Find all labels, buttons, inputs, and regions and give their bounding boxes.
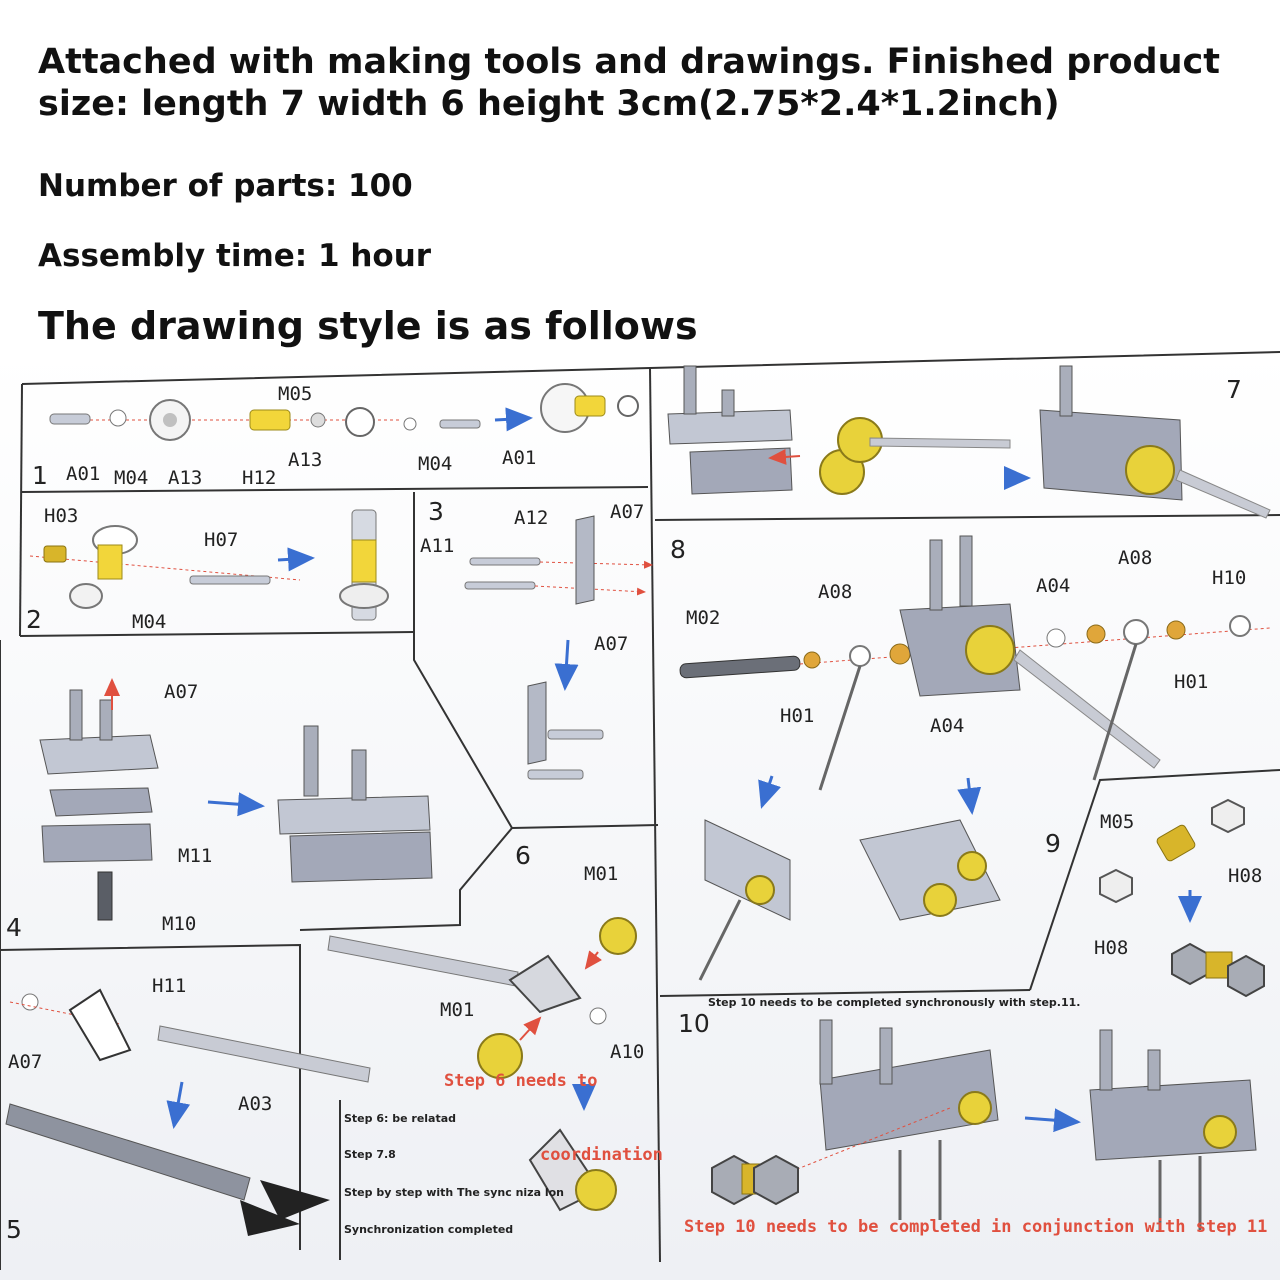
step-3-illustration [464,515,653,780]
step-5-label-A03: A03 [238,1093,272,1115]
step-6-illustration [327,917,637,1212]
step-1-label-A13b: A13 [288,449,322,471]
step-6-note-2: Step 7.8 [344,1148,396,1161]
step-4-label-M10: M10 [162,913,196,935]
description-line-2: size: length 7 width 6 height 3cm(2.75*2… [38,84,1060,124]
step-8-label-A08: A08 [818,581,852,603]
step-6-note-1: Step 6: be relatad [344,1112,456,1125]
step-10-note: Step 10 needs to be completed synchronou… [708,996,1080,1009]
step-2-label-H07: H07 [204,529,238,551]
header: Attached with making tools and drawings.… [0,0,1280,360]
step-6-label-M01b: M01 [440,999,474,1021]
step-6-red-text: Step 6 needs to [444,1071,598,1091]
step-1-number: 1 [32,461,48,490]
step-4-label-M11: M11 [178,845,212,867]
step-8-label-H10: H10 [1212,567,1246,589]
step-1-label-H12: H12 [242,467,276,489]
step-2-label-H03: H03 [44,505,78,527]
step-1-label-M04b: M04 [418,453,452,475]
step-10-illustration [711,1019,1257,1230]
step-1-label-A13: A13 [168,467,202,489]
step-8-label-H01: H01 [780,705,814,727]
step-8-label-H01b: H01 [1174,671,1208,693]
step-9-illustration [1099,798,1265,998]
step-7-illustration [667,365,1271,519]
step-10-red-text: Step 10 needs to be completed in conjunc… [684,1217,1267,1237]
step-2-label-M04: M04 [132,611,166,633]
step-2-illustration [29,509,389,621]
step-3-label-A07b: A07 [594,633,628,655]
step-6-note-3: Step by step with The sync niza lon [344,1186,564,1199]
step-3-number: 3 [428,497,444,526]
panel-borders [0,351,1280,1270]
step-1-label-A01: A01 [66,463,100,485]
step-5-label-H11: H11 [152,975,186,997]
step-5-illustration [5,988,371,1236]
step-8-label-A04: A04 [1036,575,1070,597]
step-3-label-A07: A07 [610,501,644,523]
step-9-label-H08: H08 [1228,865,1262,887]
step-4-label-A07: A07 [164,681,198,703]
step-2-number: 2 [26,605,42,634]
instruction-drawing: 1 2 3 4 5 6 7 8 9 10 M05 A01 M04 A13 H12… [0,350,1280,1280]
step-8-illustration [679,535,1271,981]
instruction-sheet: 1 2 3 4 5 6 7 8 9 10 M05 A01 M04 A13 H12… [0,350,1280,1280]
parts-count: Number of parts: 100 [38,168,413,204]
step-6-number: 6 [515,841,531,870]
step-8-label-A08b: A08 [1118,547,1152,569]
step-10-number: 10 [678,1009,710,1038]
step-5-number: 5 [6,1215,22,1244]
step-6-red-text-2: coordination [540,1145,663,1165]
step-8-number: 8 [670,535,686,564]
step-6-note-4: Synchronization completed [344,1223,513,1236]
step-9-label-M05: M05 [1100,811,1134,833]
step-1-label-A01b: A01 [502,447,536,469]
step-6-label-M01: M01 [584,863,618,885]
step-3-label-A11: A11 [420,535,454,557]
step-8-label-A04b: A04 [930,715,964,737]
step-9-label-H08b: H08 [1094,937,1128,959]
step-4-number: 4 [6,913,22,942]
step-1-label-M05: M05 [278,383,312,405]
description-line-1: Attached with making tools and drawings.… [38,42,1221,82]
step-4-illustration [39,678,433,921]
step-8-label-M02: M02 [686,607,720,629]
step-9-number: 9 [1045,829,1061,858]
step-1-illustration [49,383,639,441]
assembly-time: Assembly time: 1 hour [38,238,432,274]
step-1-label-M04: M04 [114,467,148,489]
drawing-style-heading: The drawing style is as follows [38,304,698,348]
step-6-label-A10: A10 [610,1041,644,1063]
step-3-label-A12: A12 [514,507,548,529]
step-7-number: 7 [1226,375,1242,404]
step-5-label-A07: A07 [8,1051,42,1073]
